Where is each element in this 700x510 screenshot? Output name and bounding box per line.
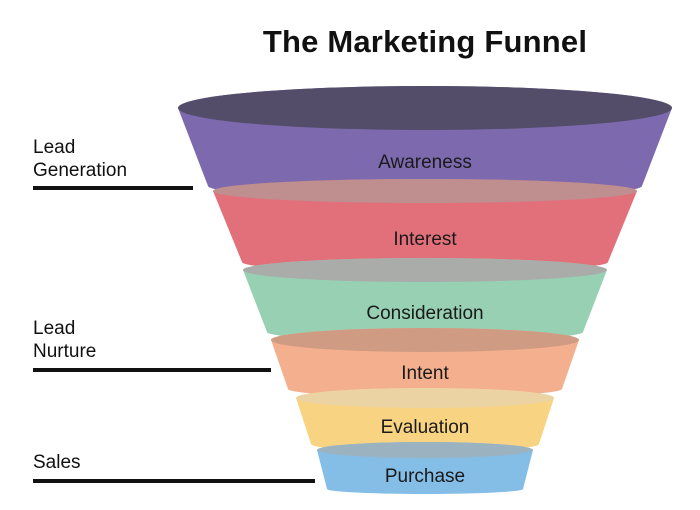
side-label-lead-generation: Lead Generation: [33, 137, 128, 181]
page-title: The Marketing Funnel: [262, 24, 588, 59]
funnel-stage-top-intent: [271, 328, 579, 352]
funnel-stage-top-awareness: [178, 86, 672, 130]
side-line-lead-nurture: [33, 368, 271, 372]
funnel-stage-interest: Interest: [213, 179, 637, 272]
funnel-stage-purchase: Purchase: [317, 442, 533, 494]
funnel-stage-body-interest: [213, 179, 637, 272]
funnel-stage-top-consideration: [243, 258, 607, 282]
funnel-stage-label-purchase: Purchase: [385, 466, 465, 487]
funnel-stage-label-consideration: Consideration: [366, 303, 483, 324]
side-label-sales: Sales: [33, 452, 81, 473]
funnel-stage-label-interest: Interest: [393, 229, 457, 250]
funnel-stage-awareness: Awareness: [178, 86, 672, 198]
funnel-stage-top-interest: [213, 179, 637, 203]
funnel-stage-consideration: Consideration: [243, 258, 607, 341]
funnel-stage-label-awareness: Awareness: [378, 152, 472, 173]
side-line-lead-generation: [33, 186, 193, 190]
funnel-stage-label-intent: Intent: [401, 363, 449, 384]
funnel-stage-top-purchase: [317, 442, 533, 458]
funnel-stage-intent: Intent: [271, 328, 579, 397]
side-line-sales: [33, 479, 315, 483]
side-label-lead-nurture: Lead Nurture: [33, 318, 97, 362]
funnel-stage-top-evaluation: [296, 388, 554, 408]
funnel-stage-label-evaluation: Evaluation: [381, 417, 470, 438]
funnel-stage-evaluation: Evaluation: [296, 388, 554, 452]
